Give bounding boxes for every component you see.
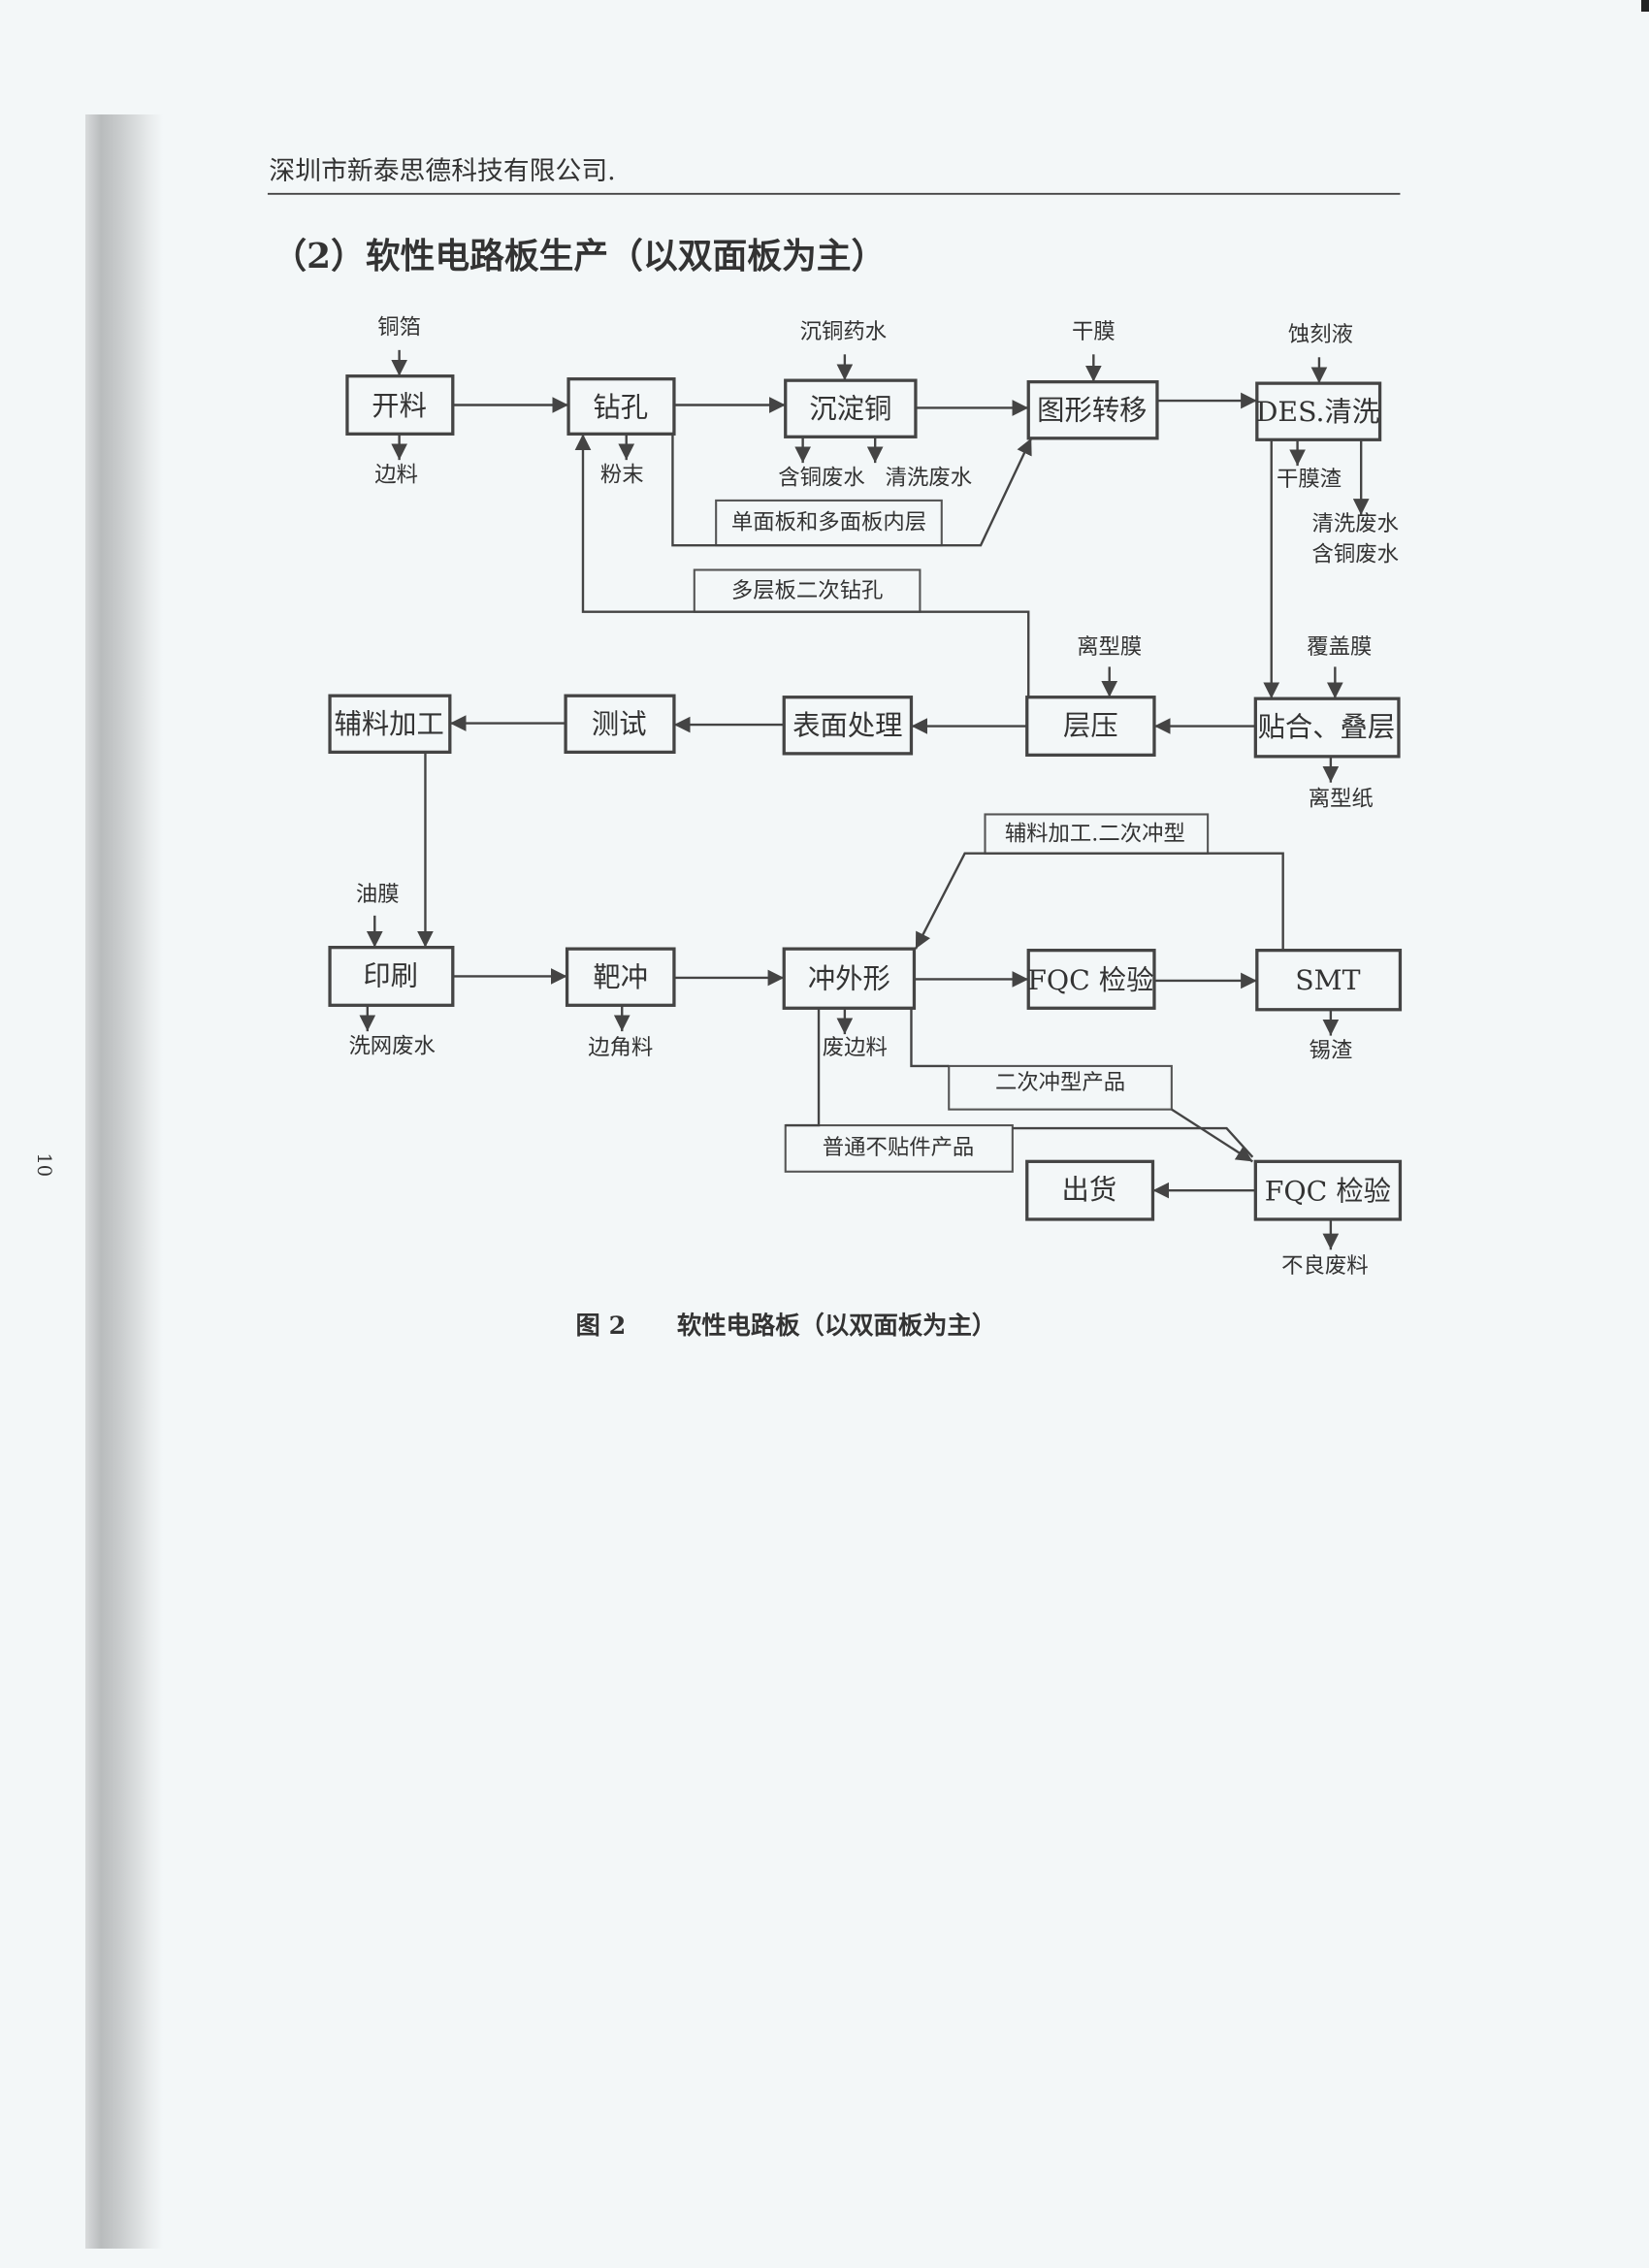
label: 辅料加工 (335, 708, 444, 740)
box-bachong: 靶冲 (565, 947, 676, 1007)
box-tiehe: 贴合、叠层 (1253, 697, 1401, 759)
output-fenmo: 粉末 (600, 463, 644, 488)
output-bianjiaoliao: 边角料 (588, 1035, 653, 1060)
route-danmianban: 单面板和多面板内层 (715, 499, 943, 547)
company-header: 深圳市新泰思德科技有限公司. (269, 156, 615, 186)
box-yinshua: 印刷 (328, 946, 455, 1007)
box-tuxingzhuanyi: 图形转移 (1026, 380, 1159, 440)
box-chendiantong: 沉淀铜 (784, 378, 918, 438)
label: 单面板和多面板内层 (731, 510, 926, 535)
output-qingxifeishui: 清洗废水 (886, 466, 972, 491)
connectors (359, 349, 1370, 1250)
figure-number: 图 2 (576, 1311, 627, 1340)
label: 开料 (372, 390, 427, 422)
label: 图形转移 (1037, 394, 1147, 426)
route-ercichongxing: 二次冲型产品 (948, 1064, 1173, 1111)
input-chentongyaoshui: 沉铜药水 (800, 319, 887, 344)
output-hantongfeishui: 含铜废水 (778, 466, 864, 491)
label: 冲外形 (808, 962, 890, 994)
input-shikeye: 蚀刻液 (1288, 322, 1353, 347)
scan-shadow (85, 114, 163, 2249)
box-fuliaojiagong: 辅料加工 (328, 694, 452, 754)
label: 测试 (592, 708, 647, 740)
output-hantongfeishui-2: 含铜废水 (1312, 542, 1399, 567)
page-number: 10 (33, 1152, 55, 1177)
scan-edge (1641, 0, 1649, 12)
label: 辅料加工.二次冲型 (1005, 821, 1185, 846)
label: 出货 (1062, 1174, 1117, 1206)
label: 贴合、叠层 (1258, 711, 1396, 743)
output-qingxifeishui-2: 清洗废水 (1312, 511, 1399, 536)
box-des: DES.清洗 (1255, 381, 1382, 441)
figure-caption: 软性电路板（以双面板为主） (677, 1311, 996, 1340)
label: FQC 检验 (1027, 964, 1153, 996)
label: DES.清洗 (1256, 396, 1379, 428)
box-smt: SMT (1255, 948, 1403, 1012)
route-putong: 普通不贴件产品 (784, 1124, 1014, 1173)
label: 沉淀铜 (809, 393, 891, 425)
output-xiwangfeishui: 洗网废水 (348, 1034, 435, 1059)
label: 层压 (1063, 709, 1118, 741)
box-chuhuo: 出货 (1025, 1159, 1155, 1221)
output-ganmozha: 干膜渣 (1277, 467, 1342, 492)
box-ceshi: 测试 (564, 694, 676, 754)
label: 普通不贴件产品 (823, 1135, 975, 1160)
input-tongbo: 铜箔 (377, 314, 421, 340)
input-youmo: 油膜 (356, 882, 400, 907)
box-fqc1: FQC 检验 (1026, 948, 1156, 1010)
output-feibianliao: 废边料 (823, 1035, 888, 1060)
label: FQC 检验 (1265, 1176, 1391, 1208)
label: SMT (1295, 964, 1360, 996)
output-xizha: 锡渣 (1310, 1038, 1353, 1063)
section-title: （2）软性电路板生产（以双面板为主） (272, 236, 886, 276)
box-fqc2: FQC 检验 (1253, 1159, 1403, 1221)
label: 印刷 (363, 959, 418, 991)
label: 表面处理 (792, 709, 902, 741)
input-fugaimo: 覆盖膜 (1307, 634, 1372, 660)
box-biaomian: 表面处理 (782, 696, 914, 756)
output-bianliao: 边料 (374, 463, 418, 488)
label: 二次冲型产品 (995, 1070, 1125, 1095)
box-chongwaixing: 冲外形 (782, 947, 917, 1010)
box-cengya: 层压 (1025, 696, 1156, 757)
input-ganmo: 干膜 (1072, 319, 1116, 344)
input-lixingmo: 离型膜 (1077, 634, 1142, 660)
box-kailiao: 开料 (345, 374, 455, 436)
label: 靶冲 (593, 961, 648, 993)
label: 钻孔 (593, 391, 648, 423)
route-fuliaoerci: 辅料加工.二次冲型 (984, 813, 1210, 855)
output-buliangfeiliao: 不良废料 (1281, 1253, 1368, 1279)
label: 多层板二次钻孔 (731, 578, 884, 603)
output-lixingzhi: 离型纸 (1309, 787, 1374, 812)
route-duocengban: 多层板二次钻孔 (693, 568, 922, 613)
box-zuankong: 钻孔 (566, 377, 676, 436)
